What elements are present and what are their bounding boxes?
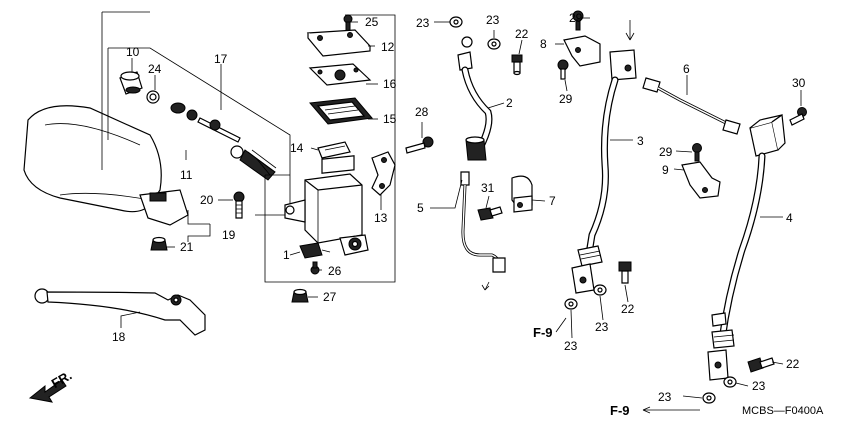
label-23-a: 23	[416, 16, 430, 30]
label-19: 19	[222, 228, 236, 242]
label-22-c: 22	[786, 357, 800, 371]
bolt-22-mid	[618, 261, 632, 284]
brake-hose-2	[457, 36, 493, 161]
label-2: 2	[506, 96, 513, 110]
leader-lines	[120, 17, 802, 414]
circlip-24	[146, 90, 160, 104]
label-10: 10	[126, 45, 140, 59]
label-6: 6	[683, 62, 690, 76]
label-25: 25	[365, 15, 379, 29]
label-21: 21	[180, 240, 194, 254]
float-14	[317, 141, 351, 159]
ref-f9-a: F-9	[533, 325, 553, 340]
cap-12	[306, 29, 372, 57]
plate-16	[308, 63, 372, 86]
switch-1	[299, 242, 331, 259]
label-23-c: 23	[564, 339, 578, 353]
bolt-30	[789, 107, 807, 126]
label-29-b: 29	[559, 92, 573, 106]
master-cylinder-body	[284, 155, 369, 256]
label-1: 1	[283, 248, 290, 262]
piston-kit-panel	[101, 11, 291, 216]
brake-pipe-6	[642, 77, 741, 135]
piston-parts	[170, 102, 277, 181]
label-23-f: 23	[658, 390, 672, 404]
nut-21	[150, 236, 168, 251]
label-8: 8	[540, 37, 547, 51]
bracket-9	[681, 161, 721, 199]
bolt-28	[405, 136, 434, 154]
label-15: 15	[383, 112, 397, 126]
clamp-7	[511, 175, 533, 213]
label-3: 3	[637, 134, 644, 148]
diagram-code: MCBS—F0400A	[742, 405, 824, 417]
bracket-8	[563, 35, 601, 67]
master-cylinder-box	[264, 14, 396, 283]
bolt-31	[477, 206, 503, 221]
screw-25	[343, 14, 353, 33]
bolt-22-bottom	[747, 357, 775, 373]
brake-pipe-5	[460, 171, 506, 291]
ref-f9-b: F-9	[610, 403, 630, 418]
washers-mid	[564, 284, 607, 310]
front-direction-arrow	[28, 379, 67, 403]
label-14: 14	[290, 141, 304, 155]
brake-lever	[34, 288, 206, 336]
screw-26	[310, 261, 320, 275]
label-18: 18	[112, 330, 126, 344]
nut-27	[291, 288, 309, 303]
washers-bottom	[702, 376, 737, 404]
label-31: 31	[481, 181, 495, 195]
label-11: 11	[180, 168, 193, 182]
label-23-b: 23	[486, 13, 500, 27]
knuckle-guard	[23, 105, 189, 226]
label-20: 20	[200, 193, 214, 207]
label-29-a: 29	[569, 11, 583, 25]
bolt-20	[233, 191, 245, 219]
label-23-d: 23	[595, 320, 609, 334]
bolt-22-top	[511, 54, 523, 76]
bolts-29	[557, 10, 702, 162]
label-27: 27	[323, 290, 337, 304]
label-9: 9	[662, 163, 669, 177]
label-16: 16	[383, 77, 397, 91]
label-29-c: 29	[659, 145, 673, 159]
label-23-e: 23	[752, 379, 766, 393]
holder-13	[371, 151, 396, 196]
brake-hose-4	[707, 113, 786, 381]
label-5: 5	[417, 201, 424, 215]
label-12: 12	[381, 40, 395, 54]
label-30: 30	[792, 76, 806, 90]
part-labels: 10 24 17 11 20 19 21 18 25 12 16 15 14 1…	[49, 11, 824, 418]
label-4: 4	[786, 211, 793, 225]
label-24: 24	[148, 62, 162, 76]
label-28: 28	[415, 105, 429, 119]
brake-hose-3	[571, 20, 637, 294]
label-7: 7	[549, 194, 556, 208]
label-17: 17	[214, 52, 228, 66]
diaphragm-15	[309, 97, 373, 125]
washers-top	[449, 16, 501, 50]
label-22-b: 22	[621, 302, 635, 316]
label-22-a: 22	[515, 27, 529, 41]
label-13: 13	[374, 211, 388, 225]
label-26: 26	[328, 264, 342, 278]
boot-10	[119, 71, 143, 95]
